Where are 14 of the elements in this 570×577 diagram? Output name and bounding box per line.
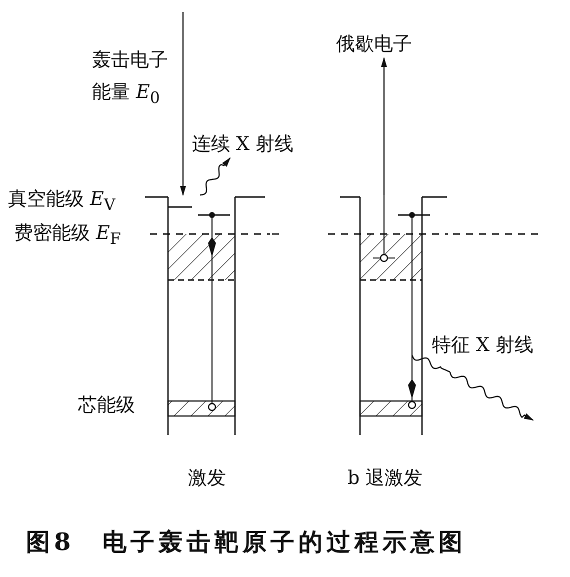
arrow — [180, 12, 186, 196]
callout-label: 特征 X 射线 — [432, 333, 534, 358]
callout-label: 连续 X 射线 — [192, 132, 294, 157]
arrow — [381, 57, 387, 195]
panel-caption: b 退激发 — [348, 466, 423, 491]
figure-caption: 图8 电子轰击靶原子的过程示意图 — [26, 526, 467, 558]
x-ray-arrow — [449, 372, 534, 421]
beam-label: 轰击电子能量 E$_{0}$ — [92, 48, 169, 109]
level-label: 真空能级 E$_{V}$ — [8, 187, 116, 216]
panel-caption: 激发 — [188, 466, 226, 491]
callout-label: 俄歇电子 — [336, 32, 412, 57]
level-label: 芯能级 — [78, 393, 135, 418]
x-ray-arrow — [200, 157, 231, 196]
level-label: 费密能级 E$_{F}$ — [14, 221, 121, 250]
